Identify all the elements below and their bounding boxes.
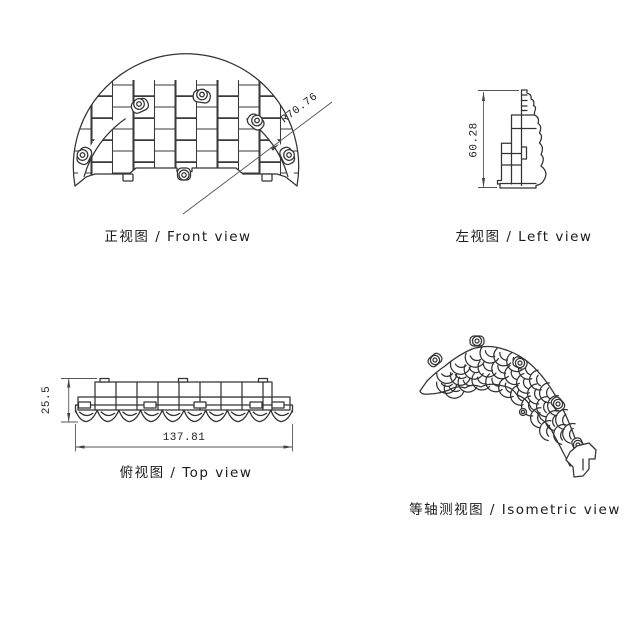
front-lug-3	[192, 88, 211, 104]
iso-scale	[436, 372, 458, 385]
top-upper-strip	[94, 381, 273, 398]
iso-scale	[539, 420, 552, 442]
top-tab-3	[257, 377, 269, 383]
top-view-label: 俯视图 / Top view	[120, 465, 253, 481]
front-view: R70.76 正视图 / Front view	[72, 53, 333, 245]
iso-lug-2	[469, 335, 485, 347]
iso-scale	[538, 382, 551, 404]
top-foot-2	[143, 401, 157, 409]
iso-scale-tiles	[436, 346, 576, 445]
front-radius-dimension: R70.76	[279, 91, 320, 126]
iso-lug-4	[550, 396, 566, 412]
top-width-dimension: 137.81	[163, 432, 206, 444]
top-depth-arrow-top	[67, 378, 71, 388]
iso-scale	[457, 376, 478, 393]
left-view-label: 左视图 / Left view	[456, 229, 593, 245]
iso-scale	[527, 383, 540, 405]
top-depth-dimension: 25.5	[41, 386, 53, 414]
top-foot-4	[249, 401, 263, 409]
top-view: 25.5 137.81 俯视图 / Top view	[41, 377, 294, 481]
front-left-foot	[122, 173, 134, 182]
front-radius-arrowhead	[270, 144, 279, 151]
iso-tail-bracket	[565, 442, 597, 478]
top-scallop-band	[74, 404, 294, 423]
iso-scale	[449, 361, 471, 375]
top-tab-2	[177, 377, 189, 383]
iso-scale	[553, 423, 567, 445]
top-wave-edge	[74, 409, 294, 423]
top-wave-inner-arcs	[78, 411, 289, 417]
front-lug-4	[246, 113, 265, 131]
top-depth-arrow-bottom	[67, 413, 71, 422]
top-depth-extension-lines	[61, 378, 97, 423]
top-tab-1	[99, 377, 110, 383]
iso-scale	[545, 410, 558, 432]
iso-scale	[449, 371, 471, 386]
iso-scale	[535, 396, 548, 418]
front-lug-5	[279, 146, 296, 166]
iso-lug-6	[518, 407, 528, 417]
front-lug-1	[76, 146, 93, 166]
left-view: 60.28 左视图 / Left view	[456, 89, 593, 245]
front-radius-leader-line	[182, 101, 333, 215]
front-left-rim	[75, 113, 126, 186]
top-foot-3	[193, 401, 207, 409]
iso-scale	[443, 384, 465, 399]
iso-lug-1	[427, 352, 443, 368]
isometric-view: 等轴测视图 / Isometric view	[409, 335, 621, 518]
iso-lug-3	[512, 356, 528, 370]
front-right-foot	[261, 173, 273, 182]
iso-scale	[521, 395, 534, 417]
top-foot-5	[271, 401, 285, 409]
top-width-arrow-left	[75, 445, 85, 449]
top-foot-1	[77, 401, 92, 409]
front-lug-2	[130, 97, 150, 114]
left-height-arrow-bottom	[481, 178, 486, 187]
iso-scale	[529, 407, 542, 429]
isometric-view-label: 等轴测视图 / Isometric view	[409, 501, 621, 518]
iso-outline	[419, 345, 583, 467]
top-width-arrow-right	[283, 445, 293, 449]
iso-scale	[509, 384, 524, 406]
left-height-dimension: 60.28	[469, 122, 481, 158]
iso-scale	[464, 352, 486, 368]
front-bottom-lug	[176, 167, 192, 181]
iso-scale	[529, 369, 542, 391]
left-view-inner-lines	[499, 94, 537, 187]
left-height-extension-lines	[478, 90, 519, 188]
front-view-label: 正视图 / Front view	[104, 229, 251, 245]
left-height-arrow-top	[481, 92, 486, 101]
iso-scale	[562, 422, 576, 444]
top-strip-joints	[94, 381, 273, 411]
